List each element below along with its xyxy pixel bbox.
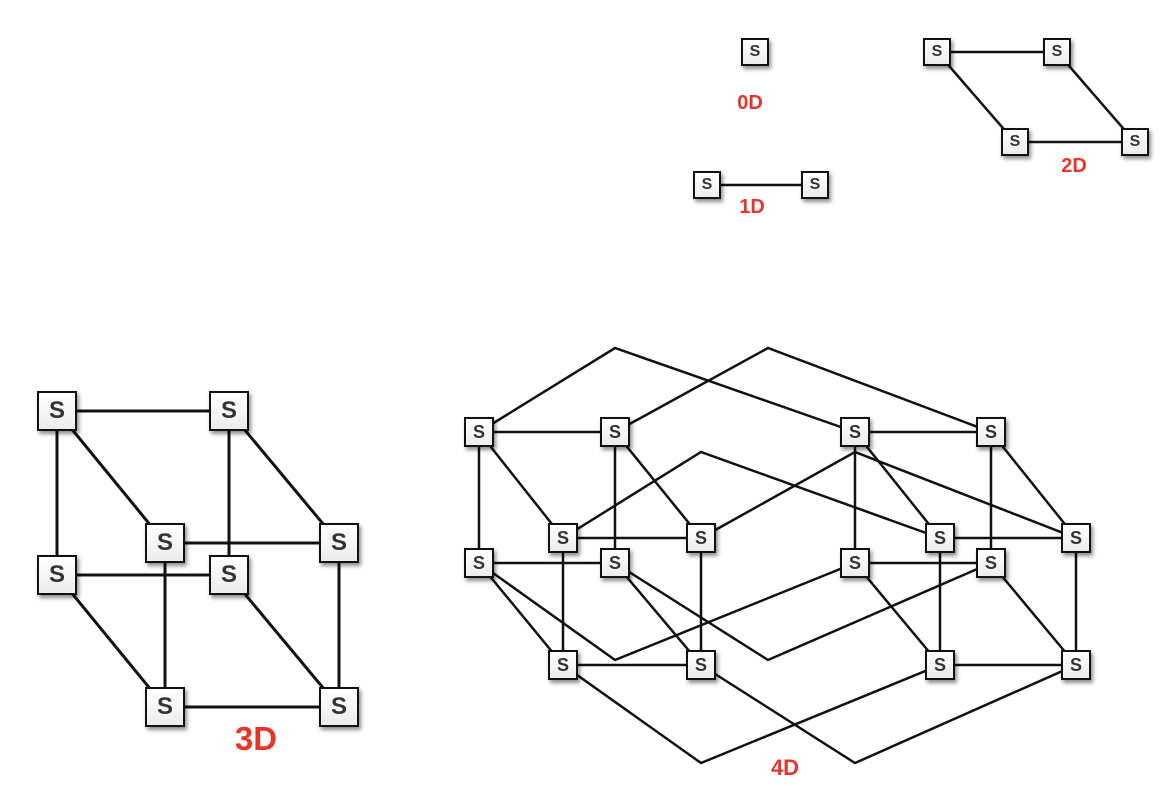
d2-switch-node: S	[923, 38, 951, 66]
d4-edge	[562, 663, 941, 765]
d4-edge	[700, 663, 1077, 765]
d4-switch-node: S	[600, 417, 630, 447]
d4-edge	[990, 431, 1077, 539]
d4-switch-node: S	[976, 417, 1006, 447]
d2-edge	[936, 51, 1016, 143]
d3-switch-node: S	[37, 391, 77, 431]
d4-edge	[614, 431, 702, 539]
d3-switch-node: S	[37, 555, 77, 595]
label-3d: 3D	[234, 720, 278, 757]
d3-switch-node: S	[209, 555, 249, 595]
d4-edge	[478, 346, 856, 434]
d4-edge	[614, 346, 992, 434]
label-0d: 0D	[737, 92, 763, 114]
d4-switch-node: S	[976, 548, 1006, 578]
d4-switch-node: S	[686, 523, 716, 553]
d3-switch-node: S	[145, 523, 185, 563]
label-1d: 1D	[739, 196, 765, 218]
label-4d: 4D	[770, 755, 800, 780]
d1-switch-node: S	[693, 171, 721, 199]
d4-switch-node: S	[925, 650, 955, 680]
d4-switch-node: S	[464, 548, 494, 578]
d4-switch-node: S	[548, 650, 578, 680]
d4-edge	[562, 450, 941, 540]
d4-edge	[614, 562, 702, 666]
label-2d: 2D	[1061, 155, 1087, 177]
d0-switch-node: S	[741, 38, 769, 66]
d4-switch-node: S	[840, 417, 870, 447]
d4-switch-node: S	[548, 523, 578, 553]
d3-switch-node: S	[145, 687, 185, 727]
d4-switch-node: S	[1061, 650, 1091, 680]
d4-edge	[700, 450, 1077, 540]
d2-switch-node: S	[1001, 128, 1029, 156]
d3-switch-node: S	[209, 391, 249, 431]
d4-edge	[990, 562, 1077, 666]
d4-switch-node: S	[925, 523, 955, 553]
d4-edge	[614, 561, 992, 662]
d1-switch-node: S	[801, 171, 829, 199]
d4-switch-node: S	[840, 548, 870, 578]
d3-switch-node: S	[319, 523, 359, 563]
d4-switch-node: S	[464, 417, 494, 447]
d4-edge	[854, 431, 941, 539]
d2-edge	[1056, 51, 1136, 143]
d4-edge	[854, 562, 941, 666]
d4-switch-node: S	[1061, 523, 1091, 553]
d3-edge	[55, 574, 167, 708]
d4-switch-node: S	[600, 548, 630, 578]
d3-edge	[227, 574, 341, 708]
d3-edge	[227, 410, 341, 544]
d4-edge	[478, 431, 564, 539]
d4-switch-node: S	[686, 650, 716, 680]
d3-switch-node: S	[319, 687, 359, 727]
d4-edge	[478, 562, 564, 666]
d2-switch-node: S	[1043, 38, 1071, 66]
d4-edge	[478, 561, 856, 662]
d3-edge	[55, 410, 167, 544]
d2-switch-node: S	[1121, 128, 1149, 156]
